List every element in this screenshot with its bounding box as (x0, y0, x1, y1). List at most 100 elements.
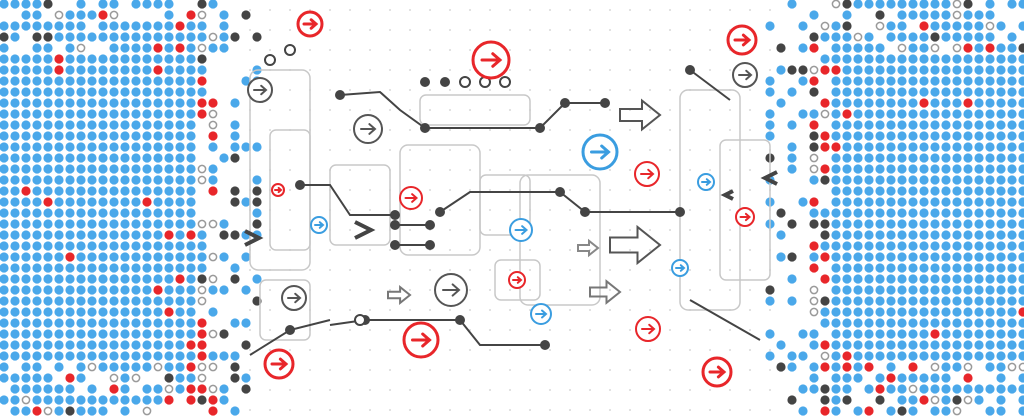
wall-dot (208, 285, 218, 295)
wall-dot (131, 230, 141, 240)
wall-dot (208, 164, 218, 174)
wall-dot (164, 10, 174, 20)
grid-dot (409, 309, 411, 311)
wall-dot (65, 351, 75, 361)
grid-dot (629, 169, 631, 171)
grid-dot (629, 49, 631, 51)
grid-dot (469, 149, 471, 151)
wall-dot (886, 153, 896, 163)
wall-dot (809, 32, 819, 42)
wall-dot (219, 32, 229, 42)
grid-dot (689, 329, 691, 331)
wall-dot (996, 164, 1006, 174)
wall-dot (142, 384, 152, 394)
wall-dot (109, 98, 119, 108)
wall-dot (853, 296, 863, 306)
arrow-glyph (733, 33, 752, 47)
grid-dot (649, 209, 651, 211)
wall-dot (974, 87, 984, 97)
wall-dot (98, 120, 108, 130)
wall-dot (985, 153, 995, 163)
wall-dot (32, 109, 42, 119)
wall-dot (820, 131, 830, 141)
wall-dot (54, 318, 64, 328)
wall-dot (875, 21, 885, 31)
wall-dot (897, 43, 907, 53)
wall-dot (897, 21, 907, 31)
wall-dot (864, 142, 874, 152)
wall-dot (0, 208, 9, 218)
wall-dot (974, 307, 984, 317)
wall-dot (809, 296, 819, 306)
grid-dot (549, 369, 551, 371)
wire-node (425, 240, 435, 250)
wall-dot (809, 131, 819, 141)
grid-dot (309, 349, 311, 351)
wall-dot (853, 76, 863, 86)
wall-dot (919, 197, 929, 207)
arrow-circle-icon (353, 114, 383, 144)
wall-dot (252, 197, 262, 207)
wall-dot (963, 329, 973, 339)
grid-dot (749, 129, 751, 131)
grid-dot (269, 9, 271, 11)
grid-dot (269, 289, 271, 291)
grid-dot (489, 29, 491, 31)
wall-dot (820, 241, 830, 251)
wall-dot (120, 373, 130, 383)
wall-dot (831, 230, 841, 240)
wall-dot (1007, 230, 1017, 240)
wall-dot (21, 175, 31, 185)
wall-dot (219, 395, 229, 405)
grid-dot (349, 389, 351, 391)
wall-dot (919, 340, 929, 350)
wall-dot (197, 54, 207, 64)
wire-node (580, 207, 590, 217)
wall-dot (996, 395, 1006, 405)
wall-dot (32, 32, 42, 42)
wall-dot (1018, 241, 1024, 251)
wall-dot (809, 120, 819, 130)
wall-dot (941, 307, 951, 317)
wire-node (535, 123, 545, 133)
wall-dot (842, 109, 852, 119)
wall-dot (175, 351, 185, 361)
wall-dot (65, 164, 75, 174)
wall-dot (21, 384, 31, 394)
wall-dot (32, 120, 42, 130)
wall-dot (908, 395, 918, 405)
wall-dot (0, 252, 9, 262)
wall-dot (76, 307, 86, 317)
grid-dot (589, 309, 591, 311)
wall-dot (930, 10, 940, 20)
wall-dot (930, 252, 940, 262)
wall-dot (952, 131, 962, 141)
wall-dot (831, 296, 841, 306)
wall-dot (32, 406, 42, 416)
grid-dot (689, 149, 691, 151)
wall-dot (809, 362, 819, 372)
wall-dot (875, 373, 885, 383)
wall-dot (831, 351, 841, 361)
grid-dot (389, 149, 391, 151)
arrow-glyph (314, 221, 325, 229)
grid-dot (529, 9, 531, 11)
wall-dot (765, 120, 775, 130)
wall-dot (54, 186, 64, 196)
wall-dot (0, 175, 9, 185)
wall-dot (10, 21, 20, 31)
grid-dot (669, 89, 671, 91)
wall-dot (43, 98, 53, 108)
wall-dot (32, 329, 42, 339)
wall-dot (941, 219, 951, 229)
grid-dot (729, 149, 731, 151)
wall-dot (186, 296, 196, 306)
wall-dot (87, 230, 97, 240)
wall-dot (21, 87, 31, 97)
wall-dot (930, 186, 940, 196)
wall-dot (197, 109, 207, 119)
grid-dot (709, 269, 711, 271)
wall-dot (908, 43, 918, 53)
wall-dot (908, 318, 918, 328)
grid-dot (489, 309, 491, 311)
